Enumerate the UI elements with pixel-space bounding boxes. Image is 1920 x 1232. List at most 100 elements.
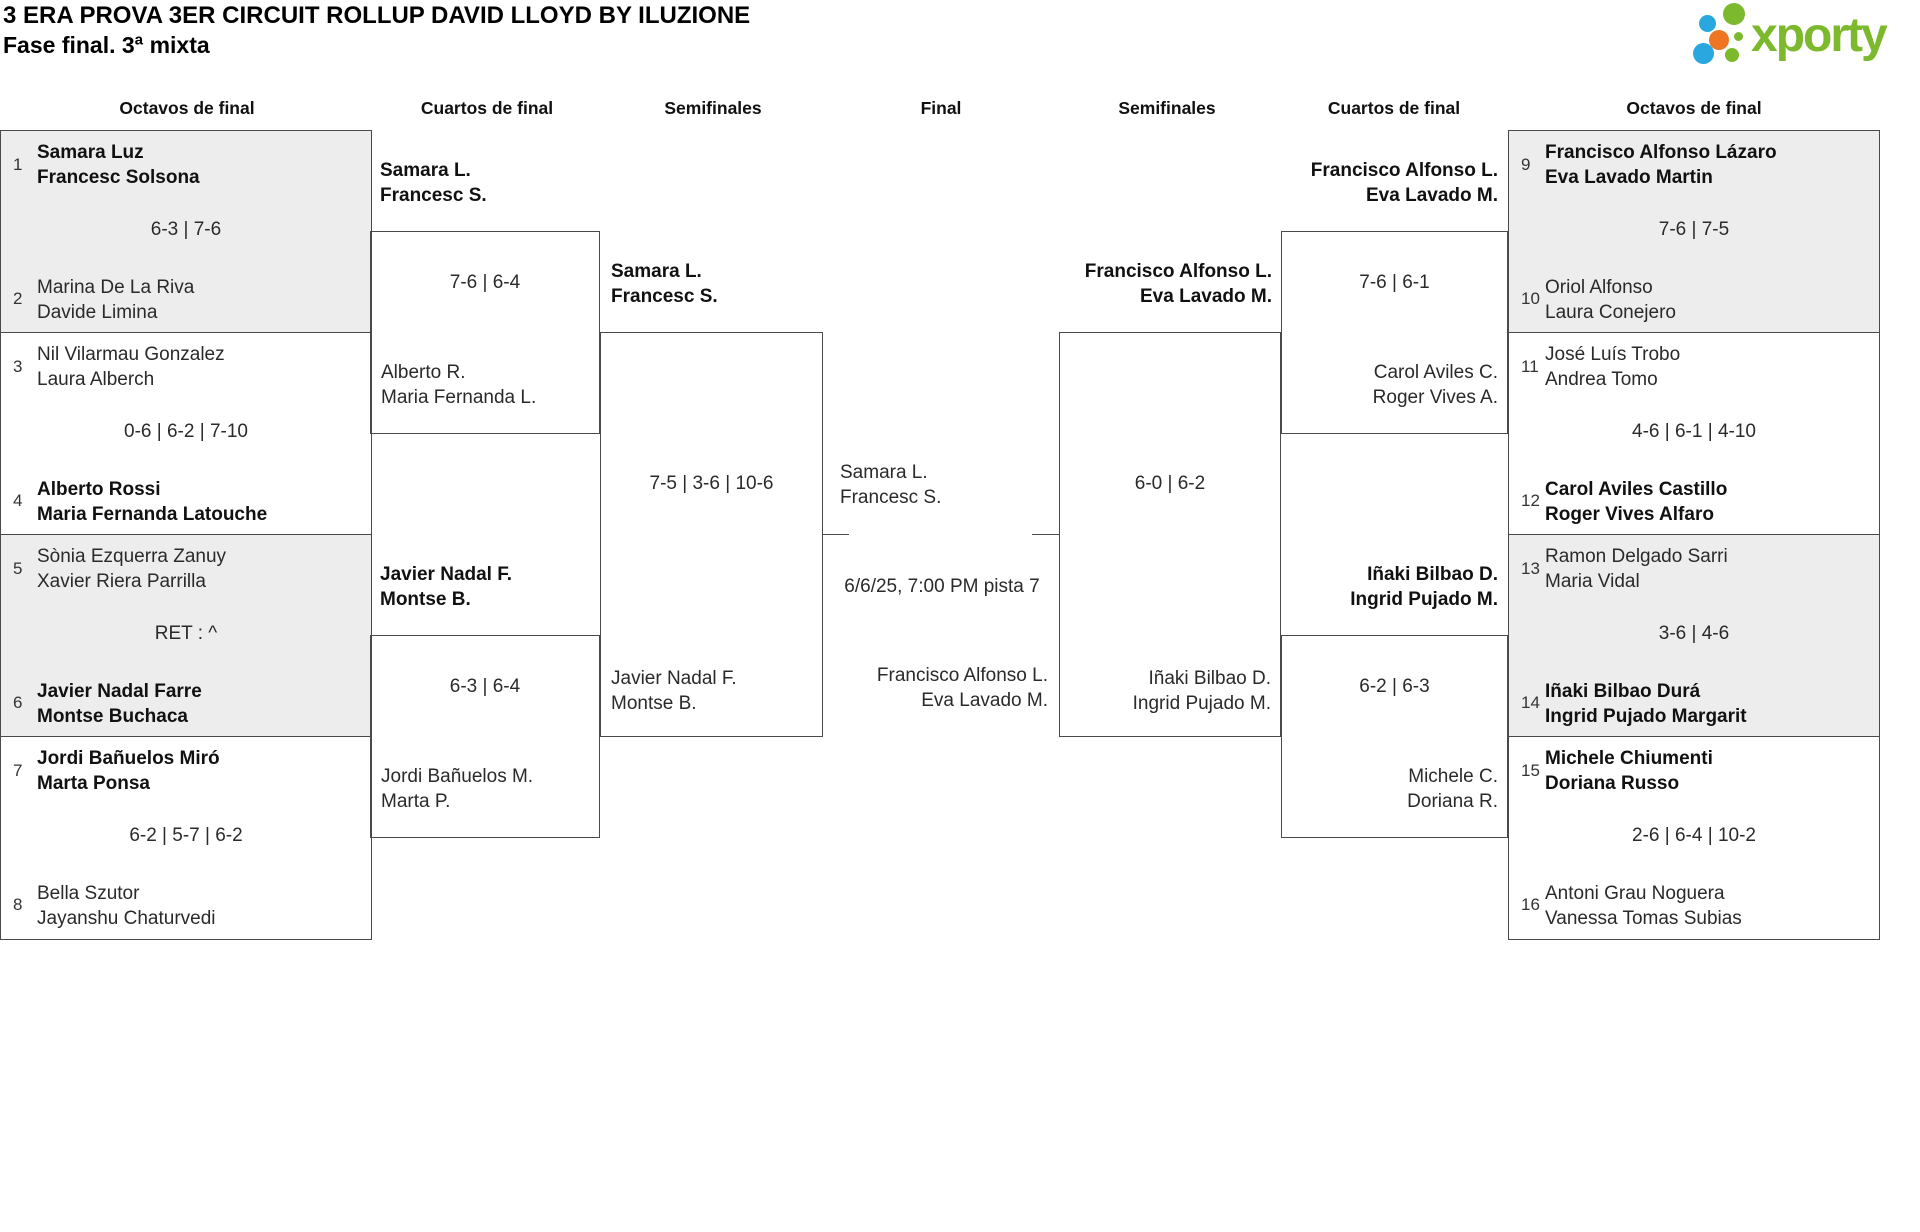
final-team-right[interactable]: Francisco Alfonso L. Eva Lavado M. <box>877 663 1048 713</box>
match-octavos-1[interactable]: 1 Samara Luz Francesc Solsona 6-3 | 7-6 … <box>1 131 371 333</box>
player-name: Maria Fernanda Latouche <box>37 504 268 525</box>
match-score: 6-3 | 6-4 <box>449 676 521 697</box>
team-pair: Iñaki Bilbao Durá Ingrid Pujado Margarit <box>1545 679 1747 729</box>
match-score: 7-5 | 3-6 | 10-6 <box>649 473 774 494</box>
player-name: Eva Lavado M. <box>1366 185 1498 206</box>
player-name: Antoni Grau Noguera <box>1545 883 1725 904</box>
page-subtitle: Fase final. 3ª mixta <box>3 32 210 58</box>
match-score: 0-6 | 6-2 | 7-10 <box>124 421 248 442</box>
team-pair: Javier Nadal F. Montse B. <box>611 666 737 716</box>
team-pair: Bella Szutor Jayanshu Chaturvedi <box>37 881 216 931</box>
seed-number: 6 <box>13 693 23 712</box>
player-name: Carol Aviles Castillo <box>1545 479 1728 500</box>
player-name: Eva Lavado Martin <box>1545 167 1713 188</box>
team-pair: Ramon Delgado Sarri Maria Vidal <box>1545 544 1728 594</box>
logo-dot-blue-large-icon <box>1693 43 1714 64</box>
final-team-left[interactable]: Samara L. Francesc S. <box>840 460 941 510</box>
logo-dot-blue-small-icon <box>1699 15 1716 32</box>
team-pair: Francisco Alfonso Lázaro Eva Lavado Mart… <box>1545 140 1777 190</box>
match-score: 2-6 | 6-4 | 10-2 <box>1632 825 1756 846</box>
player-name: Andrea Tomo <box>1545 369 1658 390</box>
player-name: Iñaki Bilbao D. <box>1148 668 1271 689</box>
match-score: 6-2 | 6-3 <box>1359 676 1430 697</box>
player-name: Jayanshu Chaturvedi <box>37 908 216 929</box>
player-name: Xavier Riera Parrilla <box>37 571 206 592</box>
match-score: 7-6 | 7-5 <box>1658 219 1730 240</box>
logo-wordmark: xporty <box>1751 9 1888 62</box>
player-name: Carol Aviles C. <box>1373 362 1498 383</box>
logo-dot-green-small-icon <box>1725 48 1739 62</box>
match-octavos-8[interactable]: 15 Michele Chiumenti Doriana Russo 2-6 |… <box>1509 737 1879 939</box>
match-octavos-5[interactable]: 9 Francisco Alfonso Lázaro Eva Lavado Ma… <box>1509 131 1879 333</box>
logo-dot-orange-icon <box>1709 30 1729 50</box>
match-cuartos-3[interactable]: 7-6 | 6-1 Carol Aviles C. Roger Vives A. <box>1281 231 1508 434</box>
match-octavos-2[interactable]: 3 Nil Vilarmau Gonzalez Laura Alberch 0-… <box>1 333 371 535</box>
player-name: José Luís Trobo <box>1545 344 1681 365</box>
team-pair: Marina De La Riva Davide Limina <box>37 275 194 325</box>
match-cuartos-2[interactable]: 6-3 | 6-4 Jordi Bañuelos M. Marta P. <box>370 635 600 838</box>
seed-number: 16 <box>1521 895 1540 914</box>
seed-number: 2 <box>13 289 23 308</box>
player-name: Samara L. <box>611 261 702 282</box>
player-name: Ingrid Pujado M. <box>1132 693 1271 714</box>
quarterfinal-winner-label[interactable]: Samara L. Francesc S. <box>380 158 487 208</box>
match-score: RET : ^ <box>154 623 218 644</box>
xporty-logo[interactable]: xporty <box>1690 2 1918 76</box>
player-name: Nil Vilarmau Gonzalez <box>37 344 225 365</box>
round-header-octavos-right: Octavos de final <box>1626 98 1762 118</box>
round-header-final: Final <box>920 98 962 118</box>
match-score: 6-3 | 7-6 <box>150 219 222 240</box>
match-octavos-7[interactable]: 13 Ramon Delgado Sarri Maria Vidal 3-6 |… <box>1509 535 1879 737</box>
team-pair: Sònia Ezquerra Zanuy Xavier Riera Parril… <box>37 544 226 594</box>
team-pair: Jordi Bañuelos M. Marta P. <box>381 764 533 814</box>
match-semifinal-2[interactable]: 6-0 | 6-2 Iñaki Bilbao D. Ingrid Pujado … <box>1059 332 1281 737</box>
quarterfinal-winner-label[interactable]: Iñaki Bilbao D. Ingrid Pujado M. <box>1350 562 1498 612</box>
seed-number: 10 <box>1521 289 1540 308</box>
match-score: 6-0 | 6-2 <box>1134 473 1206 494</box>
quarterfinal-winner-label[interactable]: Francisco Alfonso L. Eva Lavado M. <box>1311 158 1498 208</box>
semifinal-winner-label[interactable]: Francisco Alfonso L. Eva Lavado M. <box>1085 259 1272 309</box>
player-name: Javier Nadal F. <box>611 668 737 689</box>
player-name: Doriana R. <box>1407 791 1498 812</box>
player-name: Francisco Alfonso L. <box>1084 261 1272 282</box>
team-pair: Michele Chiumenti Doriana Russo <box>1545 746 1713 796</box>
round-header-cuartos-right: Cuartos de final <box>1327 98 1461 118</box>
player-name: Jordi Bañuelos Miró <box>37 748 220 769</box>
seed-number: 14 <box>1521 693 1540 712</box>
team-pair: Nil Vilarmau Gonzalez Laura Alberch <box>37 342 225 392</box>
player-name: Montse B. <box>380 589 471 610</box>
match-octavos-6[interactable]: 11 José Luís Trobo Andrea Tomo 4-6 | 6-1… <box>1509 333 1879 535</box>
player-name: Montse B. <box>611 693 697 714</box>
logo-dot-green-tiny-icon <box>1734 32 1743 41</box>
match-semifinal-1[interactable]: 7-5 | 3-6 | 10-6 Javier Nadal F. Montse … <box>600 332 823 737</box>
team-pair: Alberto Rossi Maria Fernanda Latouche <box>37 477 267 527</box>
team-pair: José Luís Trobo Andrea Tomo <box>1545 342 1680 392</box>
match-octavos-3[interactable]: 5 Sònia Ezquerra Zanuy Xavier Riera Parr… <box>1 535 371 737</box>
player-name: Bella Szutor <box>37 883 140 904</box>
player-name: Maria Fernanda L. <box>381 387 537 408</box>
semifinal-winner-label[interactable]: Samara L. Francesc S. <box>611 259 718 309</box>
player-name: Francisco Alfonso L. <box>876 665 1048 686</box>
quarterfinal-winner-label[interactable]: Javier Nadal F. Montse B. <box>380 562 512 612</box>
player-name: Roger Vives A. <box>1372 387 1498 408</box>
team-pair: Samara Luz Francesc Solsona <box>37 140 200 190</box>
player-name: Ingrid Pujado Margarit <box>1545 706 1747 727</box>
seed-number: 4 <box>13 491 23 510</box>
seed-number: 11 <box>1521 357 1539 376</box>
team-pair: Antoni Grau Noguera Vanessa Tomas Subias <box>1545 881 1742 931</box>
final-schedule: 6/6/25, 7:00 PM pista 7 <box>844 576 1040 597</box>
seed-number: 12 <box>1521 491 1540 510</box>
player-name: Ingrid Pujado M. <box>1350 589 1498 610</box>
team-pair: Carol Aviles C. Roger Vives A. <box>1373 360 1498 410</box>
player-name: Maria Vidal <box>1545 571 1640 592</box>
match-octavos-4[interactable]: 7 Jordi Bañuelos Miró Marta Ponsa 6-2 | … <box>1 737 371 939</box>
match-cuartos-4[interactable]: 6-2 | 6-3 Michele C. Doriana R. <box>1281 635 1508 838</box>
match-cuartos-1[interactable]: 7-6 | 6-4 Alberto R. Maria Fernanda L. <box>370 231 600 434</box>
connector-line <box>822 534 849 535</box>
match-score: 3-6 | 4-6 <box>1658 623 1730 644</box>
player-name: Ramon Delgado Sarri <box>1545 546 1728 567</box>
player-name: Marta P. <box>381 791 451 812</box>
player-name: Iñaki Bilbao D. <box>1367 564 1498 585</box>
match-score: 7-6 | 6-4 <box>449 272 521 293</box>
player-name: Samara L. <box>840 462 928 483</box>
